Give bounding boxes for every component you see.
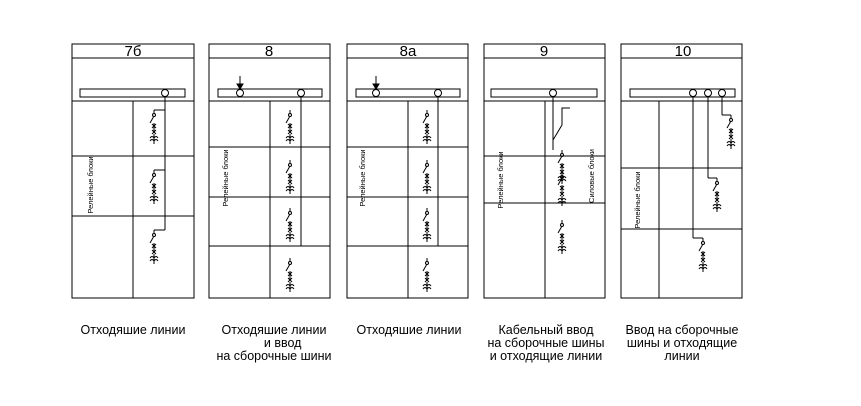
current-transformer-icon [285,282,295,292]
busbar-tap-icon [704,89,712,97]
cabinet-number: 9 [540,43,548,60]
circuit-breaker-icon [422,258,432,292]
relay-blocks-label: Релейные блоки [496,151,505,208]
caption-cabinet-8: Отходяшие линии и ввод на сборочные шини [216,323,332,363]
relay-blocks-label: Релейные блоки [633,171,642,228]
current-transformer-icon [149,134,159,144]
busbar-tap-icon [297,89,305,97]
busbar-tap-icon [689,89,697,97]
current-transformer-icon [285,184,295,194]
current-transformer-icon [422,232,432,242]
cabinet-8: 8 Релейные блоки [208,43,331,299]
current-transformer-icon [285,134,295,144]
circuit-breaker-icon [726,115,736,149]
busbar [79,88,186,98]
circuit-breaker-icon [422,110,432,144]
current-transformer-icon [285,232,295,242]
busbar [629,88,736,98]
cabinet-frame [620,43,743,299]
busbar-tap-icon [434,89,442,97]
cabinet-10: 10 Релейные блоки [620,43,743,299]
input-arrow-icon [372,76,380,90]
busbar [355,88,461,98]
current-transformer-icon [422,184,432,194]
circuit-breaker-icon [285,160,295,194]
busbar-tap-icon [161,89,169,97]
circuit-breaker-icon [557,220,567,254]
circuit-breaker-icon [712,178,722,212]
cabinet-number: 8а [400,43,417,60]
circuit-breaker-icon [285,208,295,242]
busbar-tap-icon [236,89,244,97]
current-transformer-icon [422,282,432,292]
current-transformer-icon [557,244,567,254]
breaker-symbols [149,110,736,292]
current-transformer-icon [149,254,159,264]
cabinet-number: 8 [265,43,273,60]
circuit-breaker-icon [285,110,295,144]
cabinet-number: 7б [125,43,142,60]
relay-blocks-label: Релейные блоки [86,156,95,213]
cabinet-8a: 8а Релейные блоки [346,43,469,299]
busbar [490,88,598,98]
busbar-tap-icon [549,89,557,97]
current-transformer-icon [712,202,722,212]
caption-cabinet-10: Ввод на сборочные шины и отходящие линии [625,323,739,363]
current-transformer-icon [726,139,736,149]
circuit-breaker-icon [422,208,432,242]
busbar-tap-icon [372,89,380,97]
circuit-breaker-icon [149,230,159,264]
input-arrow-icon [236,76,244,90]
busbar-tap-icon [718,89,726,97]
caption-cabinet-9: Кабельный ввод на сборочные шины и отход… [487,323,605,363]
power-blocks-label: Силовые блоки [587,149,596,203]
current-transformer-icon [422,134,432,144]
current-transformer-icon [557,196,567,206]
relay-blocks-label: Релейные блоки [221,149,230,206]
cabinet-9: 9 Релейные блоки Силовые блоки [483,43,606,299]
circuit-breaker-icon [149,170,159,204]
relay-blocks-label: Релейные блоки [358,149,367,206]
circuit-breaker-icon [149,110,159,144]
current-transformer-icon [698,262,708,272]
cabinet-7b: 7б Релейные блоки [71,43,195,299]
circuit-breaker-icon [422,160,432,194]
caption-cabinet-7b: Отходяшие линии [80,323,186,337]
circuit-breaker-icon [698,238,708,272]
busbar [217,88,323,98]
circuit-breaker-icon [285,258,295,292]
current-transformer-icon [149,194,159,204]
caption-cabinet-8a: Отходяшие линии [356,323,462,337]
circuit-breaker-icon [557,172,567,206]
cabinet-number: 10 [675,43,692,60]
